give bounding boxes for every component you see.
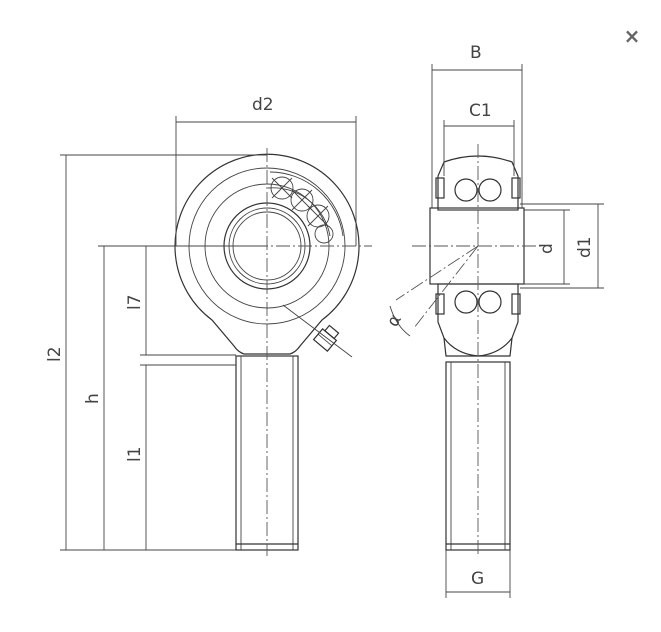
label-d1: d1 — [575, 236, 595, 258]
close-icon: × — [623, 24, 641, 48]
close-button[interactable]: × — [620, 24, 644, 48]
front-view — [166, 148, 372, 556]
front-dimensions — [60, 116, 357, 551]
label-G: G — [471, 569, 484, 589]
label-l1: l1 — [125, 446, 145, 462]
label-C1: C1 — [469, 101, 492, 121]
label-h: h — [83, 393, 103, 404]
label-l7: l7 — [125, 294, 145, 310]
label-d: d — [537, 243, 557, 254]
side-dimensions — [389, 64, 604, 598]
side-view — [395, 144, 544, 556]
label-l2: l2 — [45, 346, 65, 362]
label-alpha: α — [383, 311, 406, 331]
label-B: B — [470, 43, 482, 63]
label-d2: d2 — [252, 95, 274, 115]
